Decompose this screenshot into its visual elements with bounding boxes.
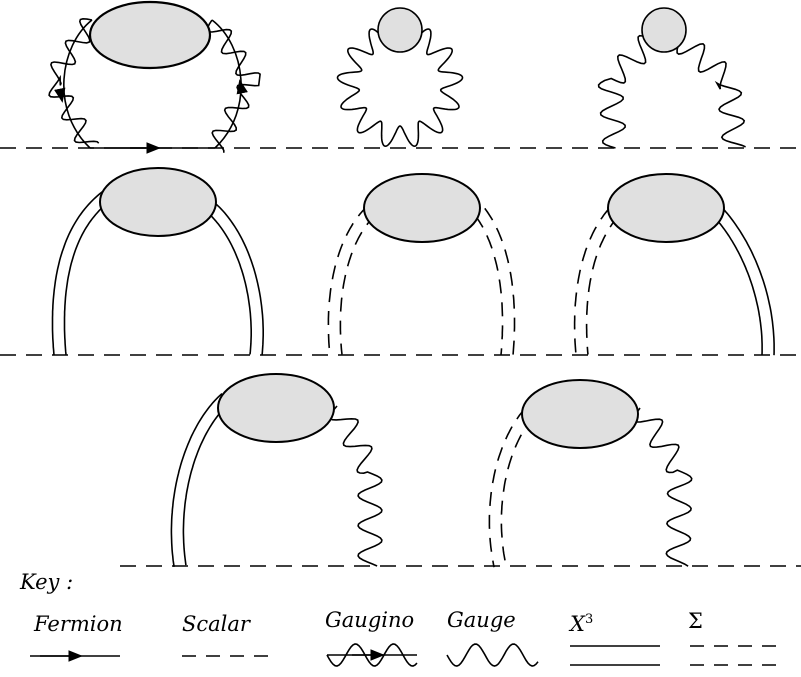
gauge-wave-left-3 [597,34,653,149]
gauge-wave-right-8 [632,407,693,567]
sigma-leg-left-8-b [488,407,527,568]
sigma-leg-left-5-b [327,205,369,356]
gauge-loop-wave [336,21,464,148]
gaugino-line-right [211,19,242,149]
blob-3 [641,7,687,53]
key-label-scalar: Scalar [182,612,250,636]
blob-2 [377,7,423,53]
fermion-arrow-right [236,79,248,95]
sigma-leg-right-5-b [474,215,504,355]
x3-leg-left-4-b [51,189,105,356]
gaugino-wave-right [206,19,261,153]
x3-leg-left-4-a [63,199,113,355]
sigma-leg-left-6-b [573,207,611,356]
x3-leg-right-6-b [712,215,763,355]
gaugino-wave-left [48,17,100,144]
x3-leg-left-7-a [182,401,231,566]
gaugino-line-left [63,19,93,149]
blob-4 [99,167,217,237]
sigma-leg-left-6-a [585,215,620,355]
gauge-wave-right-7 [328,405,383,567]
sigma-leg-left-8-a [500,415,536,565]
x3-leg-right-6-a [721,207,775,356]
x3-leg-right-4-a [211,199,264,356]
gauge-wave-right-3 [676,39,746,148]
fermion-arrow-left [54,87,66,103]
blob-1 [88,0,212,70]
blob-6 [607,173,725,243]
key-label-fermion: Fermion [34,612,123,636]
sigma-leg-right-5-a [484,207,516,356]
x3-leg-left-7-b [170,393,223,568]
key-label-x3: X3 [570,612,594,636]
key-gaugino-wave [326,643,418,667]
blob-5 [363,173,481,243]
x3-leg-right-4-b [203,209,252,355]
sigma-leg-left-5-a [339,213,377,355]
key-gauge-wave [446,643,539,667]
key-title: Key : [20,570,74,594]
blob-8 [521,379,639,449]
blob-7 [217,373,335,443]
key-label-sigma: Σ [688,609,703,633]
key-label-gauge: Gauge [447,608,516,632]
key-label-gaugino: Gaugino [325,608,415,632]
